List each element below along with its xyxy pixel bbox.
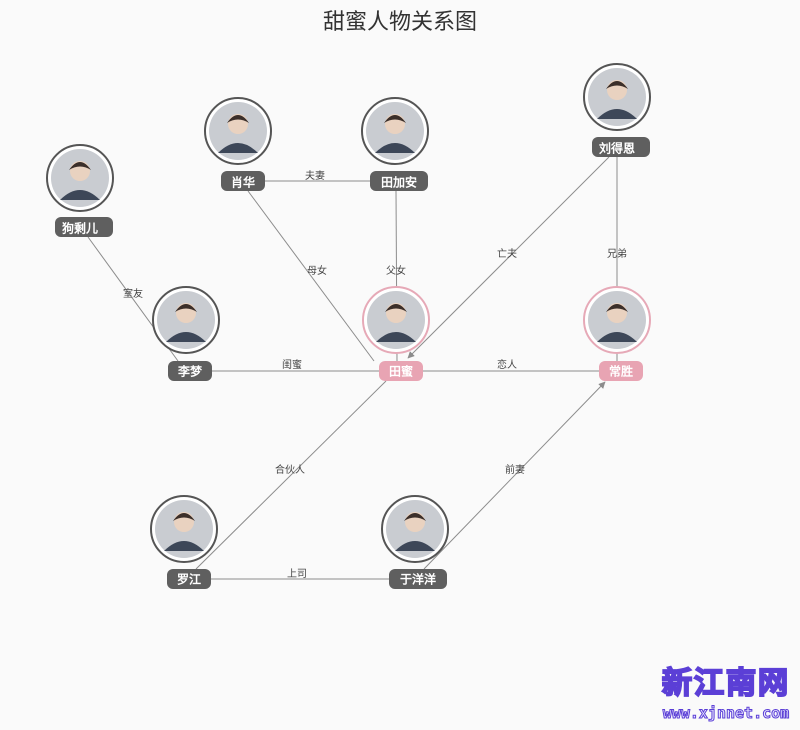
node-label-pill [379,361,423,381]
person-node-liu[interactable]: 刘得恩 [583,63,651,157]
edge-label: 恋人 [497,358,517,371]
node-label: 肖华 [231,175,255,190]
edge-label: 母女 [307,264,327,277]
person-photo-icon [209,102,267,160]
edge-label: 父女 [386,264,406,277]
node-label-pill [168,361,212,381]
edge-label: 合伙人 [275,463,305,476]
person-photo-icon [157,291,215,349]
node-label: 于洋洋 [400,572,436,587]
node-label-pill [167,569,211,589]
person-node-tian[interactable]: 田蜜 [362,286,430,381]
node-label-pill [389,569,447,589]
edge-label: 夫妻 [305,169,325,182]
person-photo-icon [366,102,424,160]
person-photo-icon [367,291,425,349]
edge-label: 上司 [287,568,307,580]
node-label: 罗江 [177,572,201,587]
node-label-pill [221,171,265,191]
edge-label: 前妻 [505,463,525,476]
person-photo-icon [51,149,109,207]
person-node-li[interactable]: 李梦 [152,286,220,381]
edge-label: 室友 [123,287,143,300]
person-node-tjia[interactable]: 田加安 [361,97,429,191]
watermark-name: 新江南网 [661,665,790,702]
node-label: 李梦 [177,364,203,379]
person-photo-icon [588,291,646,349]
person-node-luo[interactable]: 罗江 [150,495,218,589]
node-label: 田蜜 [389,364,413,379]
edge-line-liu-tian [407,156,610,359]
edge-line-tian-luo [195,380,387,570]
person-node-chang[interactable]: 常胜 [583,286,651,381]
person-photo-icon [155,500,213,558]
node-label: 田加安 [381,175,417,190]
diagram-title: 甜蜜人物关系图 [322,10,477,35]
node-label-pill [599,361,643,381]
node-label-pill [370,171,428,191]
node-label-pill [55,217,113,237]
node-label-pill [592,137,650,157]
person-photo-icon [588,68,646,126]
node-label: 常胜 [609,364,633,379]
person-node-gou[interactable]: 狗剩儿 [46,144,114,237]
person-photo-icon [386,500,444,558]
edge-line-yu-chang [423,381,606,570]
person-node-yu[interactable]: 于洋洋 [381,495,449,589]
node-label: 刘得恩 [599,141,635,156]
watermark-logo: 新江南网 www.xjnnet.com [661,658,790,723]
edge-label: 兄弟 [607,248,627,260]
watermark-url: www.xjnnet.com [662,704,790,723]
edge-line-xiao-tian [247,190,375,362]
edge-label: 亡夫 [497,247,517,260]
node-label: 狗剩儿 [62,221,98,236]
edge-label: 闺蜜 [282,358,302,371]
person-node-xiao[interactable]: 肖华 [204,97,272,191]
